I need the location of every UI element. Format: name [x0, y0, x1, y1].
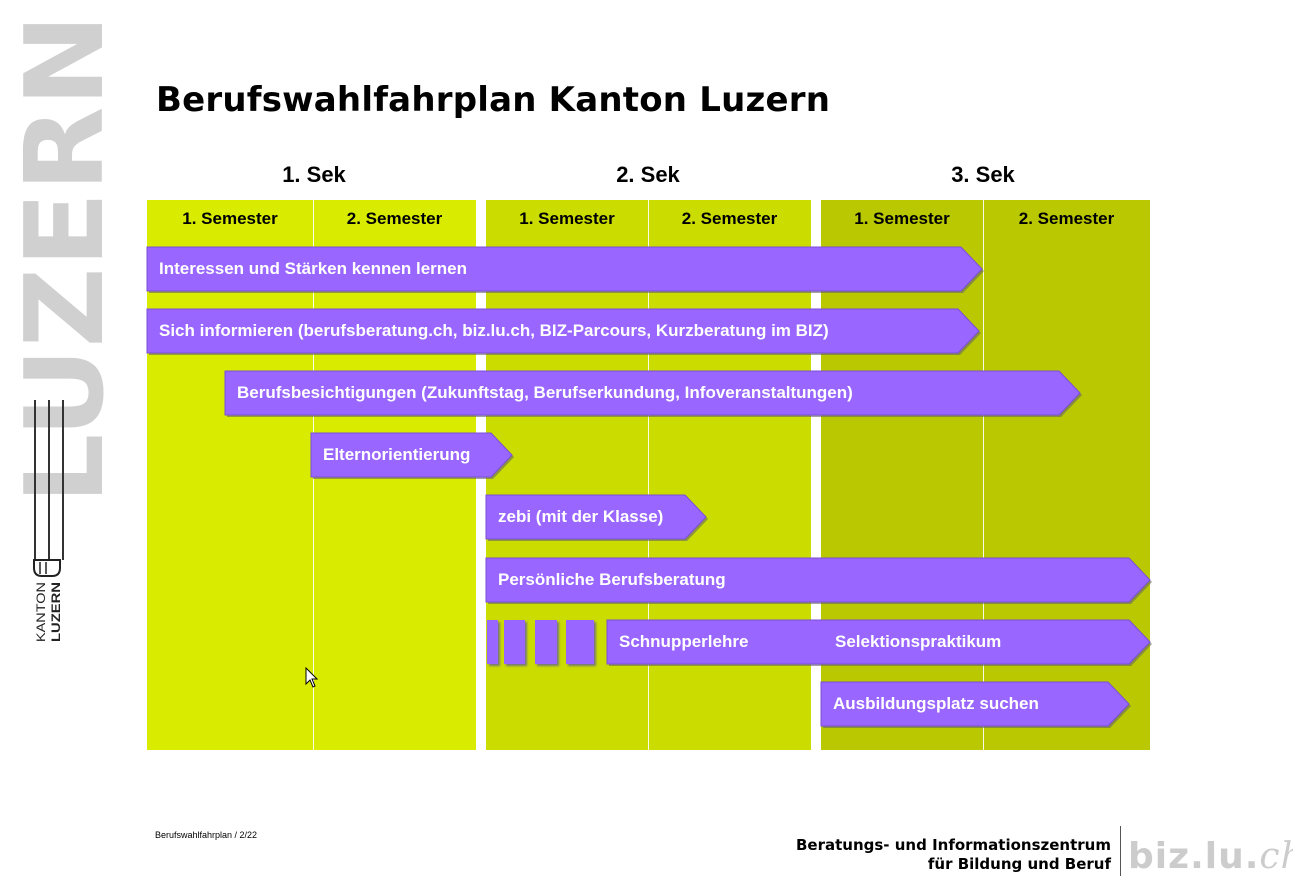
brand-line — [62, 400, 64, 560]
arrow-shape — [485, 557, 1152, 604]
footer-org-line1: Beratungs- und Informationszentrum — [795, 836, 1111, 854]
logo-luzern-text: LUZERN — [49, 582, 63, 642]
activity-label: Elternorientierung — [323, 445, 471, 464]
page-title: Berufswahlfahrplan Kanton Luzern — [156, 80, 831, 120]
semester-label: 2. Semester — [346, 209, 443, 228]
year-label-sek2: 2. Sek — [616, 162, 680, 187]
semester-label: 2. Semester — [1018, 209, 1115, 228]
schnupper-block — [504, 620, 525, 664]
arrow-shape — [485, 494, 708, 541]
footer-org-line2: für Bildung und Beruf — [927, 855, 1111, 873]
schnupper-block — [566, 620, 594, 664]
activity-label: Berufsbesichtigungen (Zukunftstag, Beruf… — [237, 383, 853, 402]
activity-label: Ausbildungsplatz suchen — [833, 694, 1039, 713]
arrow-shape — [310, 432, 514, 479]
brand-line — [34, 400, 36, 560]
schnupper-block — [535, 620, 557, 664]
footer-page-ref: Berufswahlfahrplan / 2/22 — [155, 830, 258, 840]
biz-logo: biz.lu.ch — [1128, 836, 1293, 877]
biz-logo-main: biz.lu. — [1128, 836, 1260, 877]
activity-ausbildungsplatz: Ausbildungsplatz suchen — [820, 681, 1131, 728]
brand-line — [48, 400, 50, 560]
footer-organization: Beratungs- und Informationszentrum für B… — [796, 836, 1111, 874]
activity-label-selektionspraktikum: Selektionspraktikum — [835, 632, 1002, 651]
schnupper-block — [487, 620, 498, 664]
activity-elternorientierung: Elternorientierung — [310, 432, 514, 479]
footer-divider — [1120, 826, 1121, 876]
biz-logo-ch: ch — [1259, 836, 1293, 877]
activity-interessen: Interessen und Stärken kennen lernen — [146, 246, 984, 293]
mouse-cursor-icon — [305, 667, 319, 688]
activity-label: Sich informieren (berufsberatung.ch, biz… — [159, 321, 829, 340]
arrow-shape — [146, 308, 981, 355]
activity-berufsberatung: Persönliche Berufsberatung — [485, 557, 1152, 604]
activity-label: Persönliche Berufsberatung — [498, 570, 726, 589]
arrow-shape — [146, 246, 984, 293]
arrow-shape — [224, 370, 1082, 417]
semester-label: 1. Semester — [519, 209, 615, 228]
arrow-shape — [820, 681, 1131, 728]
semester-label: 1. Semester — [182, 209, 278, 228]
year-label-sek3: 3. Sek — [951, 162, 1015, 187]
activity-label: zebi (mit der Klasse) — [498, 507, 664, 526]
logo-kanton-text: KANTON — [34, 582, 48, 642]
activity-label: Interessen und Stärken kennen lernen — [159, 259, 467, 278]
activity-informieren: Sich informieren (berufsberatung.ch, biz… — [146, 308, 981, 355]
semester-label: 1. Semester — [854, 209, 950, 228]
kanton-luzern-logo: KANTON LUZERN — [33, 559, 63, 642]
semester-divider — [983, 200, 984, 750]
activity-label: Schnupperlehre — [619, 632, 749, 651]
year-label-sek1: 1. Sek — [282, 162, 346, 187]
activity-berufsbesichtigungen: Berufsbesichtigungen (Zukunftstag, Beruf… — [224, 370, 1082, 417]
semester-label: 2. Semester — [681, 209, 778, 228]
activity-schnupperlehre: Schnupperlehre Selektionspraktikum — [606, 619, 1152, 666]
arrow-shape — [606, 619, 1152, 666]
activity-zebi: zebi (mit der Klasse) — [485, 494, 708, 541]
semester-divider — [648, 200, 649, 750]
